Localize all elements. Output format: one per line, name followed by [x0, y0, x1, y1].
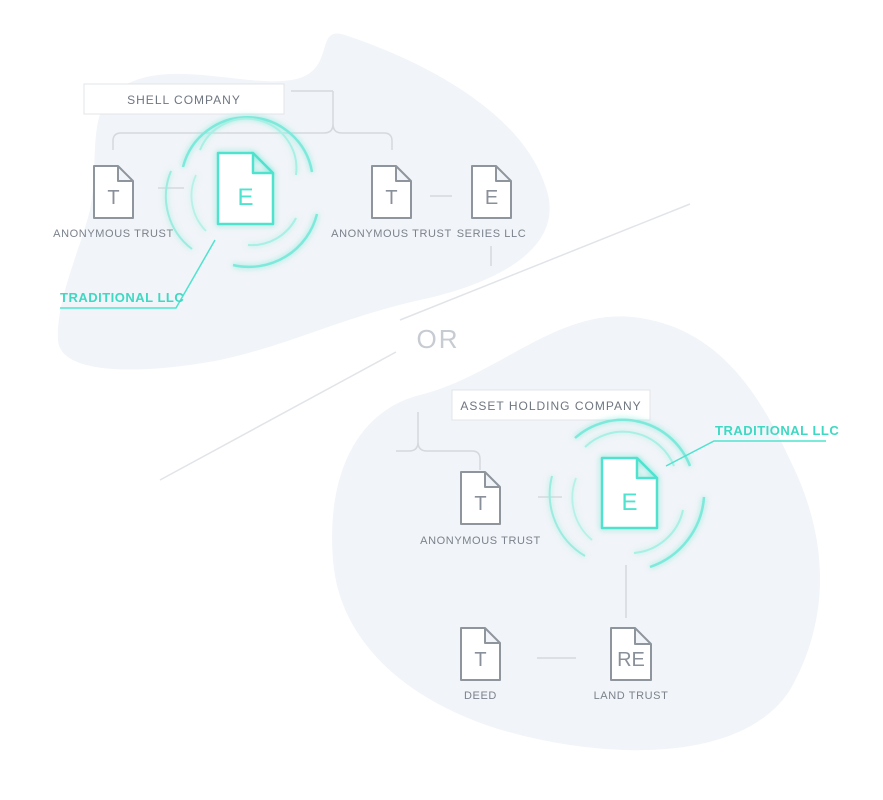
- document-letter: E: [237, 184, 253, 211]
- asset-holding-company-box: [451, 389, 651, 421]
- orbit-ring-icon: [633, 509, 684, 554]
- background-blob-top: [57, 33, 550, 370]
- shell-company-label: SHELL COMPANY: [127, 93, 241, 107]
- document-icon: [460, 471, 501, 525]
- orbit-ring-icon: [584, 430, 675, 467]
- orbit-ring-icon: [190, 174, 207, 232]
- bottom-traditional-llc-label: TRADITIONAL LLC: [715, 423, 839, 438]
- bottom-highlight-leader: [665, 440, 826, 467]
- background-blob-bottom: [332, 316, 820, 751]
- bottom-node-deed: T DEED: [460, 627, 501, 702]
- document-icon: [471, 165, 512, 219]
- document-icon: [216, 151, 275, 226]
- orbit-ring-icon: [164, 170, 193, 250]
- bottom-node-land-trust: RE LAND TRUST: [594, 627, 669, 702]
- orbit-ring-icon: [574, 418, 692, 467]
- node-label: SERIES LLC: [457, 228, 527, 240]
- document-letter: T: [385, 187, 397, 209]
- top-group: SHELL COMPANY T ANONYMOUS TRUST E TRADIT…: [53, 83, 527, 309]
- orbit-ring-icon: [232, 213, 319, 269]
- document-icon: [460, 627, 501, 681]
- shell-company-box: [83, 83, 285, 115]
- document-letter: T: [474, 493, 486, 515]
- top-tree-connector: [112, 91, 393, 150]
- or-separator: OR: [417, 324, 460, 354]
- node-label: ANONYMOUS TRUST: [420, 535, 541, 547]
- bottom-tree-connector: [396, 412, 481, 470]
- bottom-group: ASSET HOLDING COMPANY T ANONYMOUS TRUST …: [396, 389, 839, 702]
- bottom-node-anonymous-trust: T ANONYMOUS TRUST: [420, 471, 541, 547]
- orbit-ring-icon: [649, 496, 706, 569]
- top-node-traditional-llc: E: [164, 116, 319, 269]
- separator-line-upper: [399, 203, 691, 321]
- top-highlight-leader: [60, 239, 216, 309]
- top-node-anonymous-trust-2: T ANONYMOUS TRUST: [331, 165, 452, 240]
- orbit-ring-icon: [247, 217, 297, 247]
- document-letter: RE: [617, 649, 645, 671]
- orbit-ring-icon: [548, 475, 586, 557]
- orbit-ring-icon: [181, 116, 314, 173]
- node-label: ANONYMOUS TRUST: [53, 228, 174, 240]
- separator-line-lower: [159, 351, 397, 481]
- asset-holding-company-label: ASSET HOLDING COMPANY: [460, 399, 641, 413]
- orbit-ring-icon: [199, 117, 298, 176]
- bottom-node-traditional-llc: E: [548, 418, 706, 569]
- document-icon: [610, 627, 652, 681]
- document-letter: E: [621, 489, 637, 516]
- document-letter: T: [107, 187, 119, 209]
- node-label: ANONYMOUS TRUST: [331, 228, 452, 240]
- document-icon: [93, 165, 134, 219]
- top-traditional-llc-label: TRADITIONAL LLC: [60, 290, 184, 305]
- document-letter: T: [474, 649, 486, 671]
- document-icon: [600, 456, 659, 530]
- top-node-anonymous-trust: T ANONYMOUS TRUST: [53, 165, 174, 240]
- document-letter: E: [485, 187, 498, 209]
- orbit-ring-icon: [571, 477, 593, 541]
- document-icon: [371, 165, 412, 219]
- node-label: LAND TRUST: [594, 690, 669, 702]
- node-label: DEED: [464, 690, 497, 702]
- top-node-series-llc: E SERIES LLC: [457, 165, 527, 240]
